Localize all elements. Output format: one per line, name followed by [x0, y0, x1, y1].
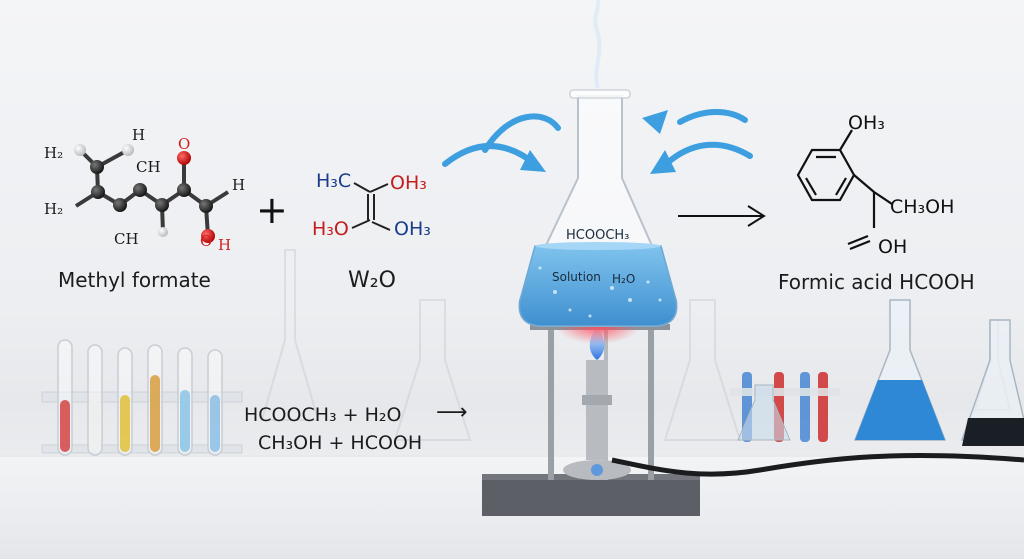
atom-label: O	[178, 135, 191, 153]
right-molecule-name: Formic acid HCOOH	[778, 270, 975, 294]
atom-label: H	[132, 126, 146, 144]
atom-label: OH₃	[390, 172, 427, 194]
left-molecule-name: Methyl formate	[58, 268, 211, 292]
atom-label: H	[218, 236, 232, 254]
equation-line-1: HCOOCH₃ + H₂O	[244, 404, 402, 426]
atom-label: H	[232, 176, 246, 194]
middle-molecule-name: W₂O	[348, 268, 396, 293]
plus-sign: +	[256, 188, 288, 232]
atom-label: H₃O	[312, 218, 349, 240]
product-arrow-icon	[678, 205, 766, 227]
atom-label: OH	[878, 236, 908, 258]
atom-label: O	[200, 232, 213, 250]
atom-label: H₂	[44, 144, 64, 162]
atom-label: CH₃OH	[890, 196, 955, 218]
erlenmeyer-flask	[518, 0, 678, 344]
atom-label: H₂	[44, 200, 64, 218]
atom-label: CH	[136, 158, 161, 176]
atom-label: H₃C	[316, 170, 352, 192]
equation-arrow: ⟶	[436, 400, 468, 425]
atom-label: OH₃	[848, 112, 885, 134]
atom-label: CH	[114, 230, 139, 248]
equation-line-2: CH₃OH + HCOOH	[258, 432, 423, 454]
atom-label: OH₃	[394, 218, 431, 240]
flask-top-label: HCOOCH₃	[566, 228, 630, 243]
flask-solution-label: Solution	[552, 270, 601, 284]
methyl-formate-model	[74, 144, 230, 243]
reaction-arrows-icon	[442, 109, 753, 168]
formic-acid-structure	[796, 129, 893, 251]
right-glassware	[730, 299, 1024, 446]
test-tube-rack	[41, 339, 243, 456]
w2o-structure	[351, 182, 391, 231]
flask-water-label: H₂O	[612, 272, 636, 286]
